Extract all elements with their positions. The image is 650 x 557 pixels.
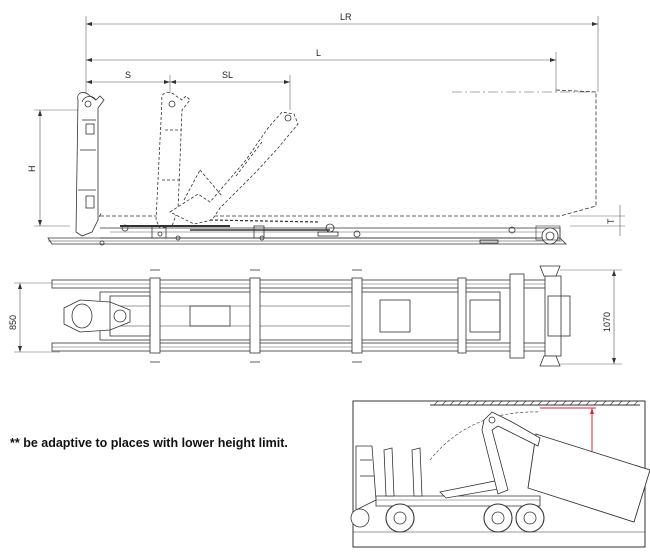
inset-truck-cab bbox=[355, 445, 377, 511]
dimension-t: T bbox=[570, 205, 625, 236]
dim-label-lr: LR bbox=[340, 12, 352, 22]
dim-label-s: S bbox=[125, 70, 131, 80]
inset-truck-illustration: LH bbox=[350, 400, 650, 548]
inset-hook-arm bbox=[481, 411, 541, 495]
dimension-1070: 1070 bbox=[560, 269, 622, 365]
top-hook-end bbox=[63, 295, 151, 337]
inset-wheels bbox=[350, 503, 645, 533]
hook-arm-extended-position bbox=[169, 111, 299, 225]
hook-arm-retracted bbox=[75, 92, 105, 237]
height-limit-note: ** be adaptive to places with lower heig… bbox=[10, 436, 288, 450]
dim-label-t: T bbox=[606, 218, 616, 224]
dimension-s-sl: S SL bbox=[86, 70, 291, 110]
top-view: 850 1070 bbox=[8, 265, 622, 367]
hook-arm-middle-position bbox=[155, 92, 191, 229]
dimension-h: H bbox=[27, 109, 84, 227]
dimension-l: L bbox=[86, 48, 557, 92]
dim-label-l: L bbox=[316, 48, 321, 58]
dim-label-h: H bbox=[27, 166, 37, 173]
dimension-850: 850 bbox=[8, 282, 60, 353]
ceiling-hatch bbox=[430, 400, 640, 406]
dim-label-1070: 1070 bbox=[602, 312, 612, 332]
subframe bbox=[47, 225, 567, 246]
dim-label-850: 850 bbox=[8, 315, 18, 330]
side-view: LR L S SL H bbox=[27, 12, 625, 246]
swing-arc bbox=[429, 411, 541, 461]
hydraulic-cylinders bbox=[120, 219, 335, 239]
dimension-lr: LR bbox=[85, 12, 599, 100]
inset-container bbox=[527, 433, 650, 523]
top-rear-roller bbox=[379, 265, 571, 367]
dim-label-sl: SL bbox=[222, 70, 233, 80]
